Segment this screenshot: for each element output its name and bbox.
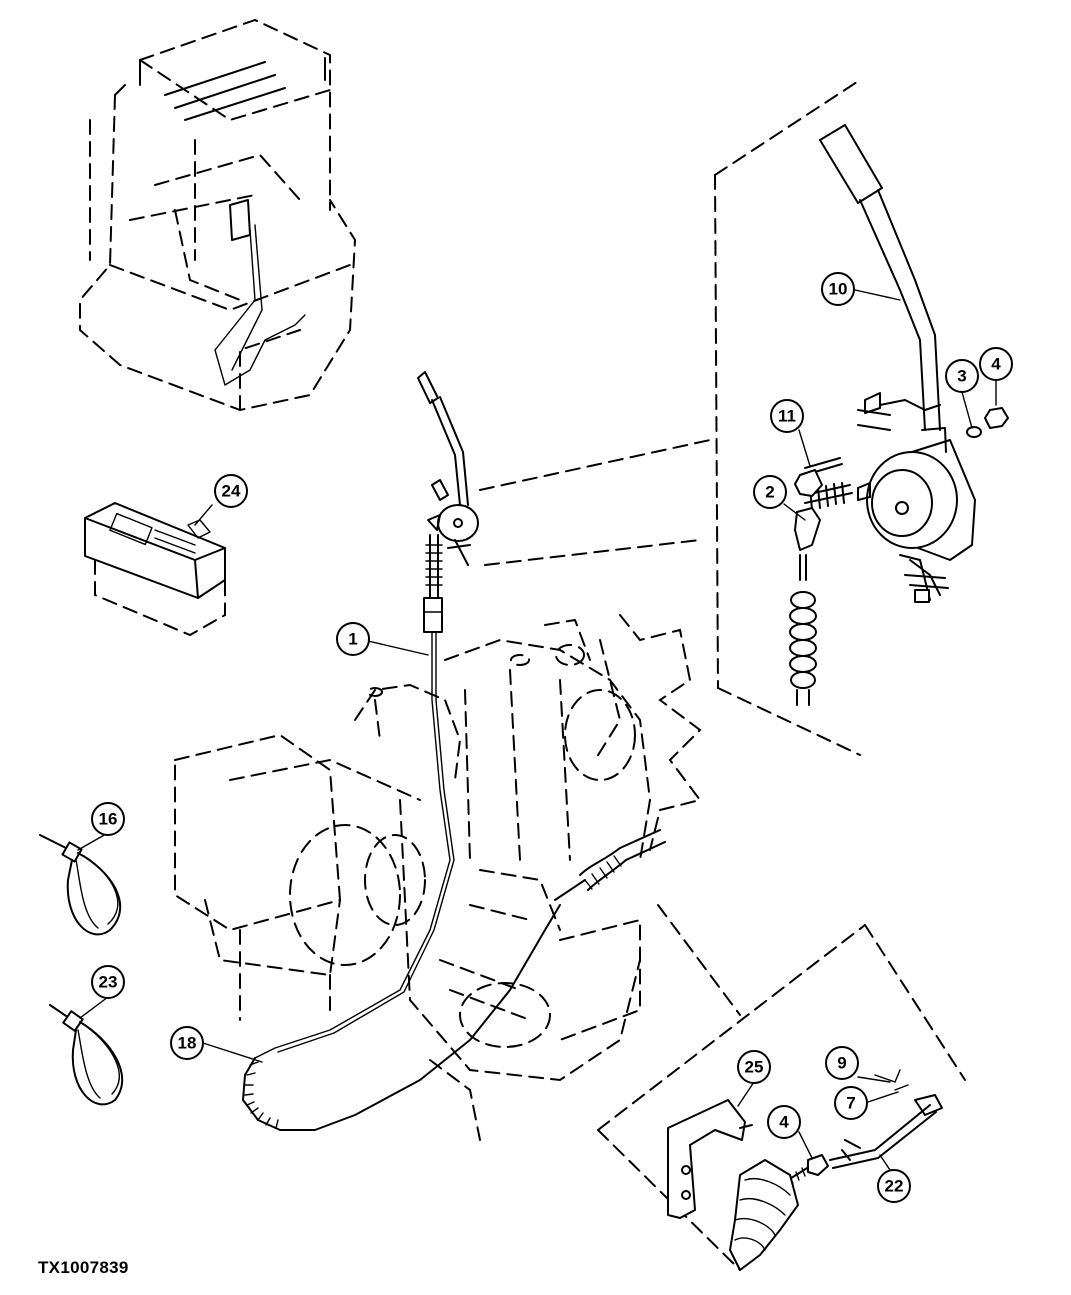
callout-10-label: 10: [829, 280, 848, 299]
callout-25: 25: [737, 1050, 771, 1084]
callout-25-label: 25: [745, 1058, 764, 1077]
callout-18-label: 18: [178, 1034, 197, 1053]
callout-24-label: 24: [222, 482, 241, 501]
monitor-panel-illustration: [84, 502, 226, 637]
callout-7-label: 7: [846, 1094, 855, 1113]
machine-overview-illustration: [79, 18, 357, 412]
callout-11: 11: [770, 399, 804, 433]
callout-1: 1: [336, 622, 370, 656]
callout-4-upper-label: 4: [991, 355, 1001, 374]
throttle-cable-illustration: [242, 631, 666, 1131]
throttle-lever-small-illustration: [417, 371, 479, 633]
cable-tie-16-illustration: [39, 834, 122, 936]
callout-1-label: 1: [348, 630, 357, 649]
callout-22-label: 22: [885, 1177, 904, 1196]
callout-4-lower-label: 4: [779, 1113, 789, 1132]
callout-11-label: 11: [778, 407, 796, 426]
callout-23-label: 23: [99, 973, 118, 992]
callout-9: 9: [825, 1046, 859, 1080]
callout-18: 18: [170, 1026, 204, 1060]
callout-10: 10: [821, 272, 855, 306]
callout-24: 24: [214, 474, 248, 508]
cable-tie-23-illustration: [49, 1004, 124, 1106]
callout-22: 22: [877, 1169, 911, 1203]
callout-3: 3: [945, 359, 979, 393]
callout-23: 23: [91, 965, 125, 999]
callout-4-upper: 4: [979, 347, 1013, 381]
callout-2: 2: [753, 475, 787, 509]
lever-detail-illustration: [479, 79, 1009, 756]
callout-16-label: 16: [99, 810, 118, 829]
callout-4-lower: 4: [767, 1105, 801, 1139]
callout-3-label: 3: [957, 367, 966, 386]
callout-2-label: 2: [765, 483, 774, 502]
leader-lines: [77, 289, 997, 1171]
callout-7: 7: [834, 1086, 868, 1120]
figure-id: TX1007839: [38, 1258, 129, 1277]
callout-9-label: 9: [837, 1054, 846, 1073]
engine-illustration: [174, 614, 702, 1141]
bracket-detail-illustration: [597, 904, 966, 1271]
callout-16: 16: [91, 802, 125, 836]
